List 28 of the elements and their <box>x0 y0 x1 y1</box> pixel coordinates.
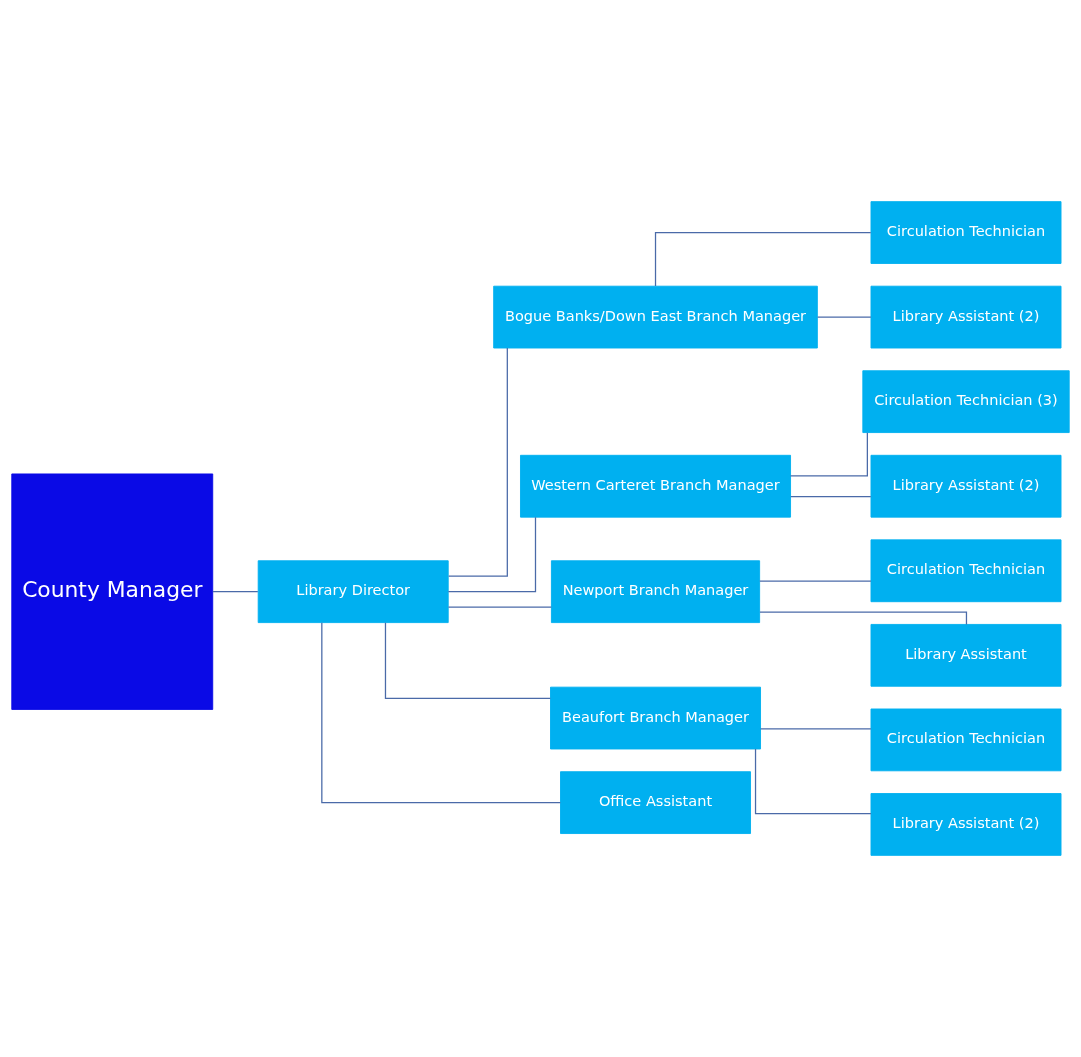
node-box: Bogue Banks/Down East Branch Manager <box>493 285 818 349</box>
connector <box>816 316 872 318</box>
connector <box>447 347 508 577</box>
node-box: Library Director <box>257 560 449 624</box>
connector <box>654 231 872 287</box>
node-box: Circulation Technician <box>870 201 1062 264</box>
connector <box>447 516 537 593</box>
node-box: Circulation Technician <box>870 539 1062 603</box>
node-box: Office Assistant <box>560 771 751 834</box>
node-box: Circulation Technician <box>870 708 1062 772</box>
connector <box>790 495 872 498</box>
node-box: Newport Branch Manager <box>550 560 761 624</box>
connector <box>760 728 872 730</box>
connector <box>384 622 551 699</box>
connector <box>212 591 259 593</box>
connector <box>789 432 868 477</box>
connector <box>321 622 561 804</box>
node-box: Western Carteret Branch Manager <box>520 454 791 518</box>
node-box: Beaufort Branch Manager <box>550 686 761 750</box>
connector <box>754 748 872 815</box>
node-box: Library Assistant (2) <box>870 454 1062 518</box>
node-box: Library Assistant (2) <box>870 285 1062 349</box>
node-box: Circulation Technician (3) <box>862 370 1070 434</box>
connector <box>759 580 872 582</box>
node-box: Library Assistant <box>870 623 1062 687</box>
node-box: Library Assistant (2) <box>870 793 1062 856</box>
node-box: County Manager <box>11 473 214 710</box>
connector <box>447 606 552 608</box>
